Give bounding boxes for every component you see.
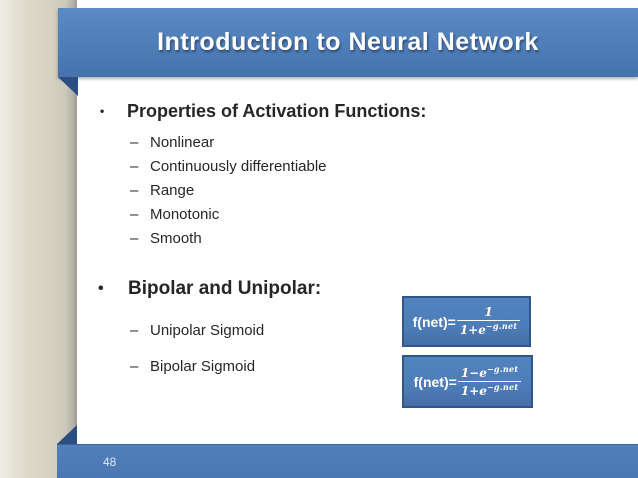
list-item: – Continuously differentiable bbox=[130, 157, 327, 177]
denominator-base: 1+e bbox=[459, 322, 486, 337]
numerator-exponent: −g.net bbox=[486, 363, 519, 374]
formula-lhs: f(net)= bbox=[413, 373, 457, 390]
formula-bipolar-sigmoid: f(net)= 1−e−g.net 1+e−g.net bbox=[402, 355, 533, 408]
dash-icon: – bbox=[130, 322, 139, 339]
footer-ribbon: 48 bbox=[57, 444, 638, 478]
formula-numerator: 1−e−g.net bbox=[458, 363, 522, 381]
heading-label: Bipolar and Unipolar: bbox=[128, 278, 322, 299]
list-item: – Smooth bbox=[130, 229, 202, 249]
formula-denominator: 1+e−g.net bbox=[457, 380, 522, 399]
formula-lhs: f(net)= bbox=[412, 313, 456, 330]
dash-icon: – bbox=[130, 158, 139, 175]
dash-icon: – bbox=[130, 206, 139, 223]
bullet-icon: • bbox=[100, 104, 105, 118]
heading-label: Properties of Activation Functions: bbox=[127, 101, 427, 121]
numerator-base: 1−e bbox=[460, 365, 487, 380]
list-item: – Bipolar Sigmoid bbox=[130, 357, 255, 377]
list-item: – Unipolar Sigmoid bbox=[130, 321, 264, 341]
formula-denominator: 1+e−g.net bbox=[456, 319, 521, 338]
denominator-exponent: −g.net bbox=[485, 320, 518, 331]
formula-fraction: 1−e−g.net 1+e−g.net bbox=[457, 363, 522, 399]
list-item-label: Unipolar Sigmoid bbox=[150, 322, 265, 339]
title-ribbon: Introduction to Neural Network bbox=[58, 8, 638, 77]
denominator-exponent: −g.net bbox=[486, 381, 519, 392]
list-item-label: Range bbox=[150, 182, 195, 199]
list-item-label: Continuously differentiable bbox=[150, 158, 327, 175]
list-item-label: Bipolar Sigmoid bbox=[150, 358, 256, 375]
dash-icon: – bbox=[130, 182, 139, 199]
bullet-icon: • bbox=[98, 280, 104, 297]
slide-title: Introduction to Neural Network bbox=[157, 28, 539, 56]
dash-icon: – bbox=[130, 230, 139, 247]
list-item: – Monotonic bbox=[130, 205, 219, 225]
formula-numerator: 1 bbox=[484, 304, 493, 319]
bullet-heading-bipolar-unipolar: • Bipolar and Unipolar: bbox=[98, 276, 321, 302]
denominator-base: 1+e bbox=[460, 383, 487, 398]
list-item-label: Monotonic bbox=[150, 206, 220, 223]
list-item-label: Nonlinear bbox=[150, 134, 215, 151]
formula-fraction: 1 1+e−g.net bbox=[456, 304, 521, 338]
dash-icon: – bbox=[130, 134, 139, 151]
dash-icon: – bbox=[130, 358, 139, 375]
formula-unipolar-sigmoid: f(net)= 1 1+e−g.net bbox=[402, 296, 531, 347]
page-number: 48 bbox=[103, 455, 117, 469]
list-item: – Nonlinear bbox=[130, 133, 214, 153]
list-item: – Range bbox=[130, 181, 194, 201]
bullet-heading-properties: • Properties of Activation Functions: bbox=[100, 99, 426, 123]
list-item-label: Smooth bbox=[150, 230, 202, 247]
